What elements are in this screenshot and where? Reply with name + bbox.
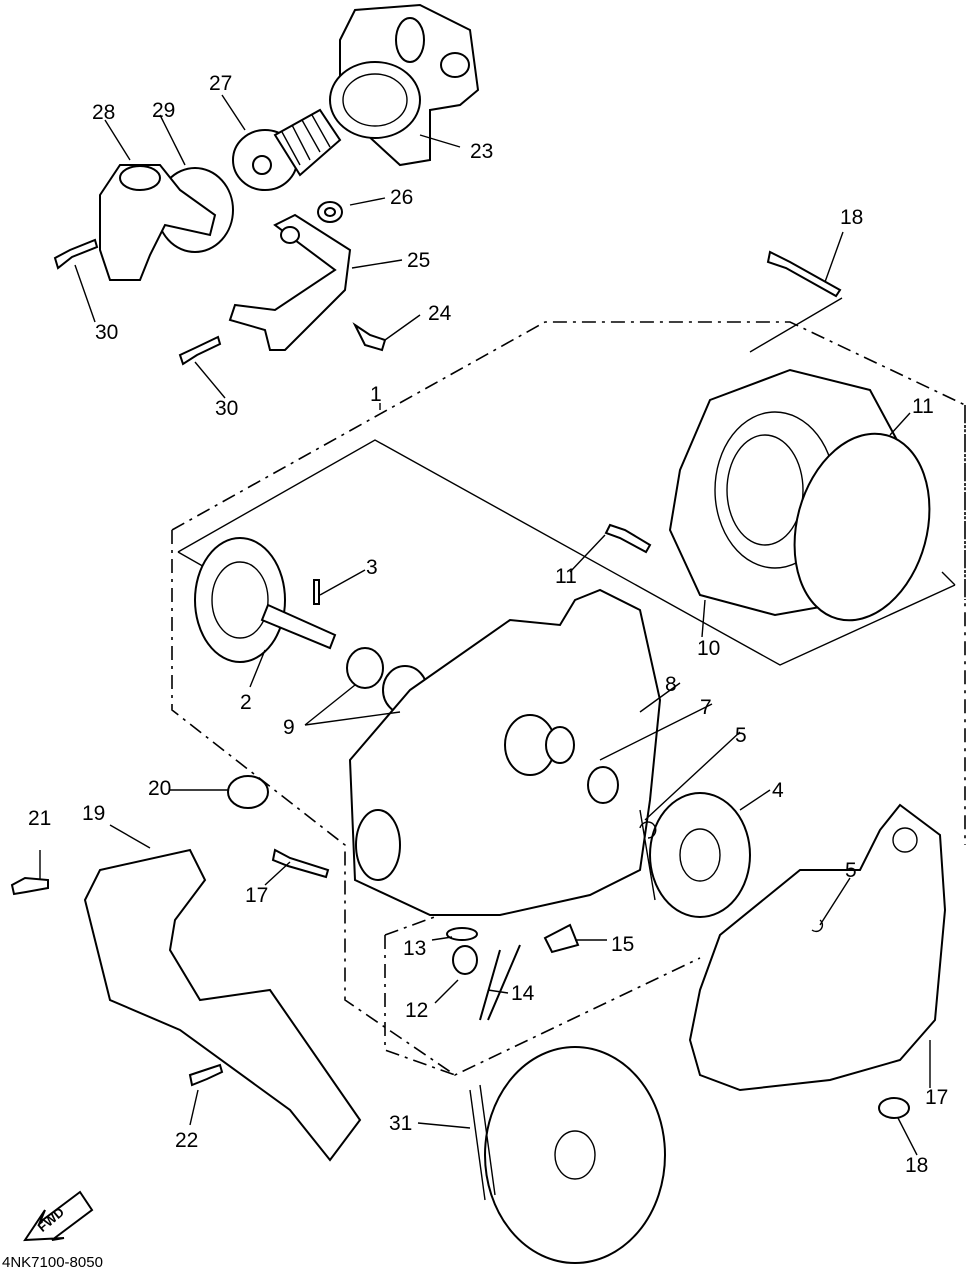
callout-7: 8 — [665, 673, 677, 696]
callout-1: 1 — [370, 383, 382, 406]
callout-24: 24 — [428, 302, 452, 325]
thermostat — [232, 108, 342, 191]
assembly-1-outline — [171, 321, 966, 1076]
callout-4: 4 — [772, 779, 784, 802]
water-pump-housing — [348, 588, 662, 916]
callout-13: 13 — [403, 937, 427, 960]
lower-dashed-box — [384, 914, 456, 1076]
callout-27: 27 — [209, 72, 233, 95]
forward-arrow-icon — [23, 1190, 94, 1242]
thermostat-housing — [329, 3, 480, 167]
callout-22-upper: 21 — [28, 807, 52, 830]
callout-14: 14 — [511, 982, 535, 1005]
side-cover — [688, 803, 947, 1092]
callout-8: 9 — [283, 716, 295, 739]
cover-plate — [668, 368, 931, 622]
callout-23: 23 — [470, 140, 494, 163]
callout-15: 15 — [611, 933, 635, 956]
drive-gear — [639, 792, 751, 918]
callout-21: 20 — [148, 777, 172, 800]
bolt-set — [10, 238, 842, 1087]
water-outlet-pipe — [99, 164, 234, 281]
callout-12: 12 — [405, 999, 429, 1022]
callout-28: 28 — [92, 101, 116, 124]
callout-5-lower: 5 — [845, 859, 857, 882]
callout-20: 19 — [82, 802, 106, 825]
oil-seals — [346, 647, 428, 715]
cover-outline — [749, 297, 956, 586]
hose-pipes — [83, 775, 910, 1162]
primary-gear — [469, 1046, 666, 1264]
callout-29: 29 — [152, 99, 176, 122]
callout-18: 18 — [905, 1154, 929, 1177]
callout-9: 10 — [697, 637, 721, 660]
callout-22-lower: 22 — [175, 1129, 199, 1152]
leader-lines — [39, 94, 931, 1156]
callout-30-upper: 30 — [95, 321, 119, 344]
callout-30-lower: 30 — [215, 397, 239, 420]
callout-6: 7 — [700, 696, 712, 719]
callout-5-upper: 5 — [735, 724, 747, 747]
callout-31: 31 — [389, 1112, 413, 1135]
callout-10: 11 — [912, 395, 934, 418]
impeller-shaft — [194, 537, 337, 663]
callout-16: 17 — [925, 1086, 949, 1109]
callout-19: 18 — [840, 206, 864, 229]
callout-2: 2 — [240, 691, 252, 714]
callout-3: 3 — [366, 556, 378, 579]
callout-17: 17 — [245, 884, 269, 907]
callout-26: 26 — [390, 186, 414, 209]
callout-11: 11 — [555, 565, 577, 588]
bracket — [228, 201, 352, 351]
callout-25: 25 — [407, 249, 431, 272]
part-code: 4NK7100-8050 — [2, 1254, 103, 1271]
